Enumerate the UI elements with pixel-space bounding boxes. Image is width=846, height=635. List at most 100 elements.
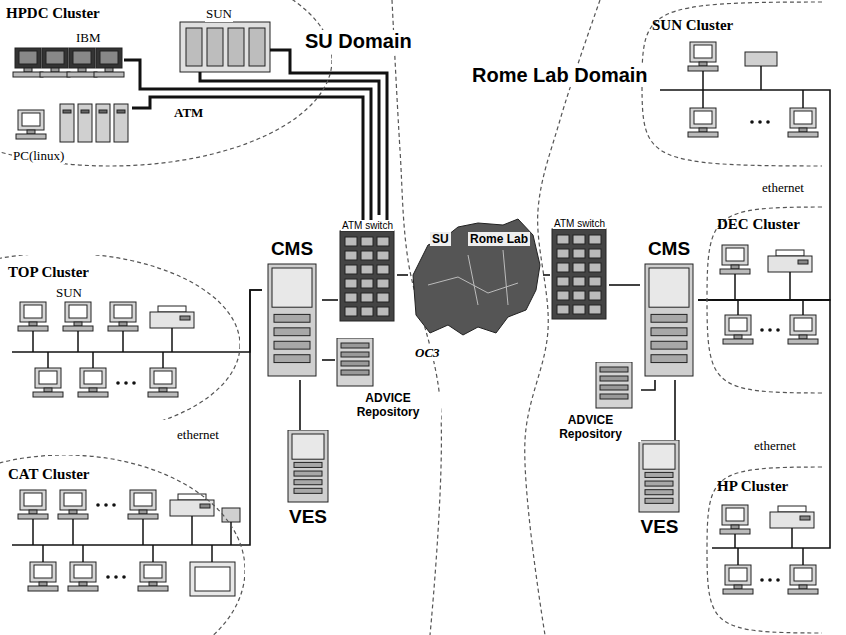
screen-icon	[100, 51, 118, 64]
paper-icon	[778, 506, 806, 512]
ellipsis-dot	[114, 575, 118, 579]
text-holder: Rome Lab	[468, 229, 530, 247]
keyboard-icon	[108, 326, 138, 331]
ellipsis-dot	[776, 328, 780, 332]
network-wire	[191, 516, 193, 545]
node-outline	[0, 0, 332, 168]
keyboard-icon	[723, 339, 753, 344]
network-link	[543, 274, 550, 276]
ellipsis-dot	[104, 503, 108, 507]
screen-icon	[84, 371, 102, 384]
tablet-icon	[190, 562, 235, 596]
screen-icon	[34, 565, 52, 578]
screen-icon	[64, 493, 82, 506]
atm-fiber	[132, 97, 363, 231]
node-label: CMS	[269, 238, 315, 260]
cluster-region: HPDC ClusterIBMSUNPC(linux)	[0, 0, 332, 168]
network-wire	[737, 300, 739, 315]
paper-icon	[776, 250, 804, 256]
monitor-icon	[110, 302, 136, 322]
network-map: SURome LabOC3	[408, 215, 543, 365]
screen-icon	[69, 305, 87, 318]
monitor-icon	[722, 245, 748, 265]
keyboard-icon	[33, 392, 63, 397]
screen-icon	[694, 111, 712, 124]
node-label: HP Cluster	[717, 478, 788, 495]
monitor-icon	[722, 505, 748, 525]
switch-port	[573, 277, 585, 286]
monitor-icon	[30, 562, 56, 582]
network-label: ATM	[172, 105, 205, 121]
network-wire	[142, 519, 144, 545]
server-bay	[600, 376, 628, 381]
server-bay	[341, 352, 369, 357]
ellipsis-dot	[766, 120, 770, 124]
map-route	[428, 250, 518, 305]
stand-icon	[79, 582, 87, 586]
stand-icon	[51, 68, 59, 72]
network-wire	[122, 331, 124, 352]
monitor-icon	[690, 42, 716, 62]
text-holder: TOP Cluster	[8, 263, 89, 281]
network-link	[245, 290, 262, 545]
server-module	[186, 28, 202, 66]
keyboard-icon	[28, 586, 58, 591]
stand-icon	[89, 388, 97, 392]
monitor-icon	[80, 368, 106, 388]
stand-icon	[78, 68, 86, 72]
monitor-icon	[130, 490, 156, 510]
cluster-region: HP Cluster	[705, 465, 822, 635]
network-wire	[802, 548, 804, 565]
node-sublabel: SUN	[205, 6, 233, 22]
network-label: ethernet	[175, 427, 221, 443]
printer-part	[800, 516, 810, 520]
switch-port	[377, 251, 389, 260]
switch-port	[377, 293, 389, 302]
ellipsis-dot	[768, 578, 772, 582]
printer-part	[798, 260, 808, 264]
screen-icon	[729, 318, 747, 331]
ellipsis-dot	[758, 120, 762, 124]
keyboard-icon	[94, 72, 124, 77]
pc-tower-icon	[60, 104, 74, 142]
switch-port	[377, 237, 389, 246]
switch-port	[361, 307, 373, 316]
network-wire	[152, 545, 154, 562]
server-bay	[341, 343, 369, 348]
network-wire	[802, 300, 804, 315]
text-holder: SUN	[55, 283, 83, 301]
network-link	[322, 299, 338, 301]
text-holder: DEC Cluster	[717, 215, 800, 233]
screen-icon	[144, 565, 162, 578]
server-bay	[600, 385, 628, 390]
network-wire	[211, 545, 213, 562]
cabinet-slot	[651, 314, 687, 322]
server-bay	[600, 367, 628, 372]
node-label: TOP Cluster	[8, 264, 89, 281]
label-holder: ethernet	[752, 436, 798, 454]
keyboard-icon	[63, 326, 93, 331]
monitor-icon	[60, 490, 86, 510]
repository-server: ADVICE Repository	[540, 362, 641, 452]
cluster-region: DEC Cluster	[705, 205, 822, 395]
cabinet-slot	[651, 355, 687, 363]
network-link	[322, 359, 335, 361]
cabinet-slot	[294, 488, 322, 493]
cms-server: CMS	[262, 238, 322, 380]
atm-switch: ATM switch	[338, 215, 397, 325]
keyboard-icon	[18, 514, 48, 519]
switch-port	[345, 307, 357, 316]
keyboard-icon	[720, 529, 750, 534]
stand-icon	[139, 510, 147, 514]
server-cabinet	[288, 430, 328, 502]
atm-fiber	[124, 60, 371, 231]
network-link	[609, 284, 640, 286]
screen-icon	[24, 305, 42, 318]
monitor-icon	[140, 562, 166, 582]
stand-icon	[734, 335, 742, 339]
switch-port	[377, 307, 389, 316]
screen-icon	[74, 565, 92, 578]
network-wire	[791, 528, 793, 548]
network-wire	[82, 545, 84, 562]
